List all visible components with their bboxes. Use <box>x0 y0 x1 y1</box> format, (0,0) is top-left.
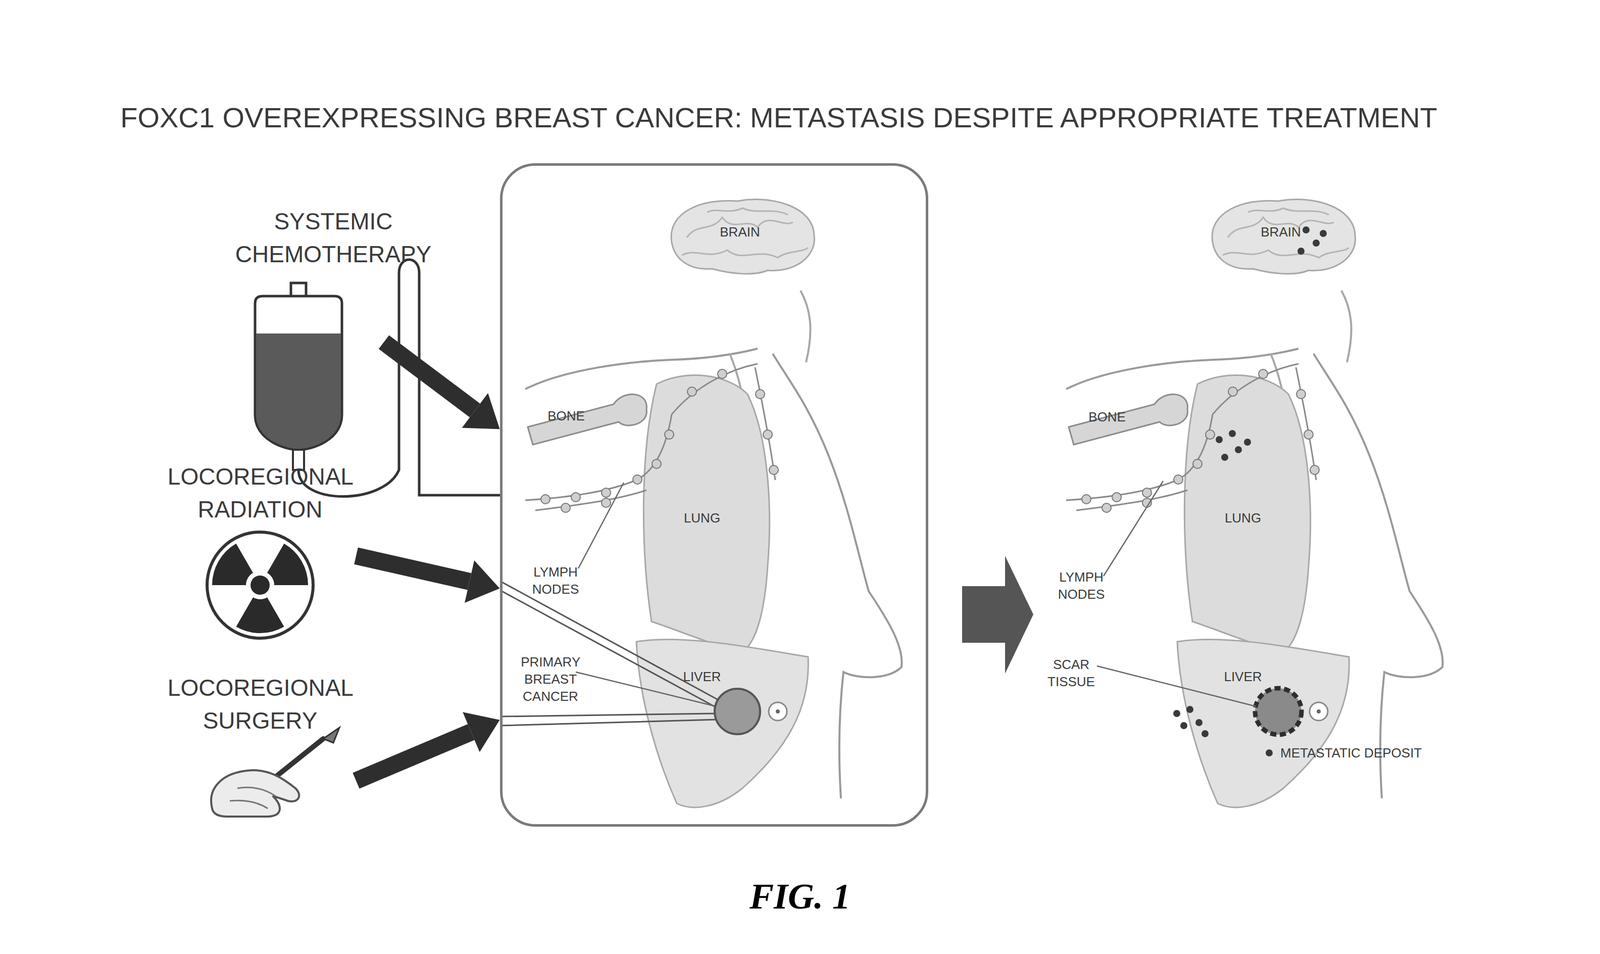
metastatic-deposit <box>1173 709 1181 717</box>
treatment-arrow <box>383 341 475 411</box>
radiation-blade <box>236 596 285 633</box>
metastatic-deposit <box>1186 705 1194 713</box>
lymph-node <box>755 389 765 399</box>
hand <box>211 769 299 817</box>
brain-gyri <box>681 208 809 258</box>
lymph-vessels <box>525 363 776 511</box>
figure-caption: FIG. 1 <box>749 875 851 918</box>
metastatic-deposits <box>1173 226 1327 757</box>
treatment-label: SYSTEMIC CHEMOTHERAPY <box>235 205 432 272</box>
treatment-label: LOCOREGIONAL SURGERY <box>167 671 353 738</box>
radiation-center <box>250 575 270 595</box>
metastatic-deposit <box>1297 247 1305 255</box>
nipple-center <box>775 709 780 714</box>
lymph-node <box>540 494 550 504</box>
organ-label: LIVER <box>1223 668 1262 686</box>
metastatic-deposit <box>1180 721 1188 729</box>
metastatic-deposit <box>1302 226 1310 234</box>
body-outline <box>772 353 903 798</box>
nipple <box>768 702 787 721</box>
lymph-node <box>687 386 697 396</box>
metastatic-deposit <box>1215 435 1223 443</box>
metastatic-deposit <box>1234 445 1242 454</box>
scar-tissue <box>1255 687 1302 735</box>
radiation-blade <box>267 543 309 585</box>
lymph-node <box>561 503 571 513</box>
lung <box>643 375 770 652</box>
scar-label: SCAR TISSUE <box>1047 656 1095 691</box>
organ-label: BRAIN <box>1260 223 1301 241</box>
anatomy-drawing-after <box>1066 199 1443 808</box>
bone <box>527 393 647 445</box>
lymph-node <box>571 492 581 502</box>
lymph-node <box>652 459 662 469</box>
transition-arrow <box>962 555 1034 674</box>
anatomy-panel: BRAIN BONE LUNG LYMPH NODES PRIMARY BREAST C… <box>500 163 929 827</box>
organ-label: BONE <box>547 407 585 425</box>
treatment-arrow <box>356 731 472 781</box>
treatment-label: LOCOREGIONAL RADIATION <box>167 460 353 527</box>
metastatic-deposit <box>1312 239 1320 247</box>
organ-label: LYMPH NODES <box>1058 568 1105 604</box>
treatment-node: SYSTEMIC CHEMOTHERAPY <box>229 204 437 342</box>
iv-bag <box>255 295 342 450</box>
figure-title: FOXC1 OVEREXPRESSING BREAST CANCER: META… <box>120 101 1438 134</box>
treatment-node: LOCOREGIONAL SURGERY <box>164 671 357 824</box>
treatment-beam-lines <box>500 580 719 726</box>
organ-label: LYMPH NODES <box>532 563 579 598</box>
primary-tumor <box>714 688 761 734</box>
iv-bag-fluid <box>256 333 341 449</box>
lymph-node <box>769 465 779 475</box>
metastatic-deposit <box>1228 429 1236 437</box>
organ-label: BONE <box>1088 408 1126 426</box>
hand-fingers <box>229 786 276 809</box>
metastatic-deposit <box>1201 729 1209 737</box>
brain <box>671 199 815 274</box>
lymph-node <box>763 429 773 439</box>
lymph-node <box>632 474 642 484</box>
lymph-node <box>601 497 611 508</box>
iv-bag-hanger <box>290 282 307 296</box>
organ-label: LUNG <box>683 509 721 527</box>
anatomy-drawing <box>525 199 903 808</box>
organ-label: PRIMARY BREAST CANCER <box>520 653 581 705</box>
legend-text: METASTATIC DEPOSIT <box>1280 744 1422 761</box>
radiation-blade <box>212 543 254 585</box>
metastatic-deposit <box>1319 229 1327 237</box>
metastatic-deposit <box>1243 438 1252 446</box>
metastatic-deposit <box>1221 453 1229 461</box>
treatment-arrow <box>356 555 470 582</box>
lymph-node <box>664 429 674 439</box>
lymph-node <box>717 369 727 379</box>
organ-label: BRAIN <box>719 223 760 241</box>
lymph-node <box>601 487 611 497</box>
liver <box>636 638 809 807</box>
metastatic-deposit <box>1195 718 1203 726</box>
organ-label: LIVER <box>682 668 721 686</box>
radiation-symbol <box>207 531 314 638</box>
treatment-node: LOCOREGIONAL RADIATION <box>164 462 357 639</box>
legend-deposit-symbol <box>1265 748 1273 757</box>
scalpel-blade <box>323 727 340 743</box>
lymph-node-dots <box>540 369 779 513</box>
organ-label: LUNG <box>1224 509 1262 527</box>
